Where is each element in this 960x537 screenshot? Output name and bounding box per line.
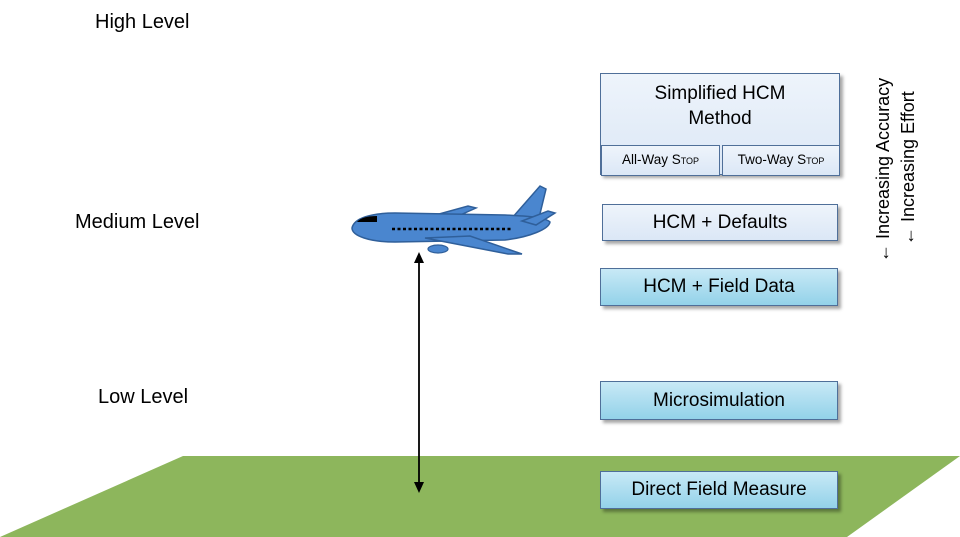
hcm-field-data-label: HCM + Field Data	[643, 276, 795, 298]
airplane-icon	[351, 185, 557, 255]
hcm-defaults-label: HCM + Defaults	[652, 211, 788, 233]
increasing-accuracy-label: ← Increasing Accuracy	[873, 77, 893, 262]
all-way-prefix: All-Way	[621, 152, 672, 168]
simplified-title-line1: Simplified HCM	[654, 83, 786, 104]
simplified-title-line2: Method	[688, 107, 752, 129]
two-way-prefix: Two-Way	[737, 152, 798, 168]
increasing-effort-label: ← Increasing Effort	[898, 91, 918, 245]
level-label-low: Low Level	[98, 386, 189, 408]
altitude-arrow	[414, 252, 424, 493]
simplified-hcm-title: Simplified HCM Method	[601, 82, 839, 131]
microsimulation-label: Microsimulation	[653, 389, 785, 411]
all-way-stop-box: All-Way Stop	[601, 145, 720, 176]
direct-field-measure-box: Direct Field Measure	[600, 471, 838, 509]
all-way-stop-word: Stop	[671, 152, 700, 168]
two-way-stop-word: Stop	[797, 152, 825, 168]
two-way-stop-box: Two-Way Stop	[722, 145, 840, 176]
level-label-high: High Level	[95, 11, 190, 33]
hcm-field-data-box: HCM + Field Data	[600, 268, 838, 306]
level-label-medium: Medium Level	[75, 211, 200, 233]
direct-field-measure-label: Direct Field Measure	[631, 479, 807, 501]
hcm-defaults-box: HCM + Defaults	[602, 204, 838, 241]
microsimulation-box: Microsimulation	[600, 381, 838, 420]
